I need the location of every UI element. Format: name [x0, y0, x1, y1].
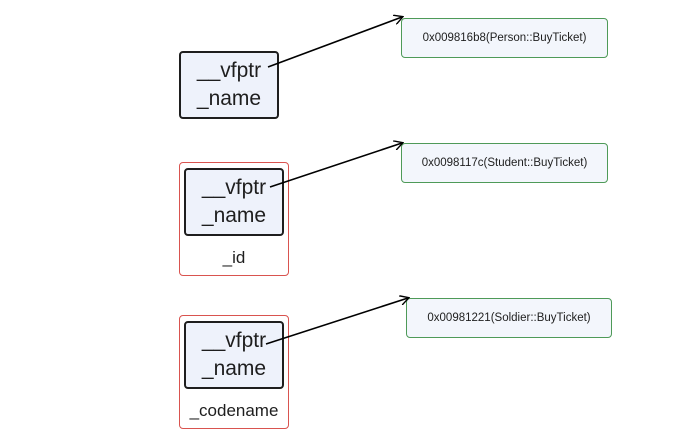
soldier-codename-field: _codename	[189, 401, 279, 420]
person-vtable-entry: 0x009816b8(Person::BuyTicket)	[401, 18, 608, 58]
student-vtable-text: 0x0098117c(Student::BuyTicket)	[421, 157, 588, 169]
person-vfptr-arrow	[267, 17, 402, 68]
student-vfptr-arrow	[269, 143, 402, 188]
soldier-object: __vfptr _name _codename	[179, 315, 289, 429]
soldier-vtable-entry: 0x00981221(Soldier::BuyTicket)	[406, 298, 612, 338]
student-id-field: _id	[222, 248, 246, 267]
soldier-vtable-text: 0x00981221(Soldier::BuyTicket)	[427, 312, 591, 324]
person-vfptr-label: __vfptr	[196, 59, 262, 82]
person-vtable-text: 0x009816b8(Person::BuyTicket)	[422, 32, 587, 44]
soldier-base-part: __vfptr _name	[184, 321, 284, 389]
student-name-label: _name	[201, 204, 267, 227]
person-object: __vfptr _name	[179, 51, 279, 119]
soldier-vfptr-label: __vfptr	[201, 329, 267, 352]
student-object: __vfptr _name _id	[179, 162, 289, 276]
student-vfptr-label: __vfptr	[201, 176, 267, 199]
student-vtable-entry: 0x0098117c(Student::BuyTicket)	[401, 143, 608, 183]
soldier-name-label: _name	[201, 357, 267, 380]
person-name-label: _name	[196, 87, 262, 110]
student-base-part: __vfptr _name	[184, 168, 284, 236]
